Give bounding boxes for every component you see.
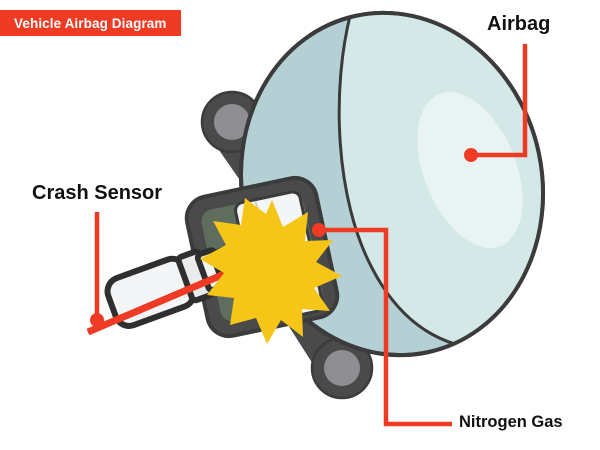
- leader-airbag: [464, 44, 528, 162]
- leader-crash-sensor: [90, 212, 104, 327]
- igniter-spark: [200, 198, 342, 344]
- title-badge: Vehicle Airbag Diagram: [0, 10, 181, 36]
- leader-nitrogen-gas: [312, 223, 452, 427]
- callout-label-airbag: Airbag: [487, 13, 551, 35]
- callout-label-nitrogen-gas: Nitrogen Gas: [459, 413, 563, 431]
- callout-leaders: [90, 44, 528, 427]
- callout-label-crash-sensor: Crash Sensor: [32, 182, 163, 204]
